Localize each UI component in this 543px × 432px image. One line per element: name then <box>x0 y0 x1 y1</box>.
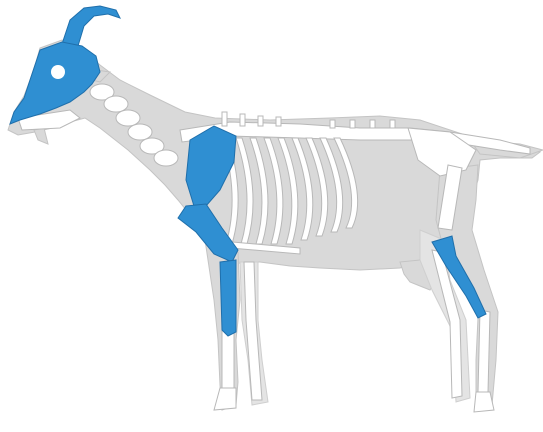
front-hoof-bones <box>214 388 236 410</box>
hind-cannon-bone <box>478 310 490 392</box>
eye-socket <box>51 65 65 79</box>
horn <box>62 6 120 46</box>
hind-hoof-bones <box>474 392 494 412</box>
beard-silhouette <box>34 128 48 144</box>
front-cannon-bone <box>222 330 234 388</box>
radius-ulna <box>220 260 236 336</box>
